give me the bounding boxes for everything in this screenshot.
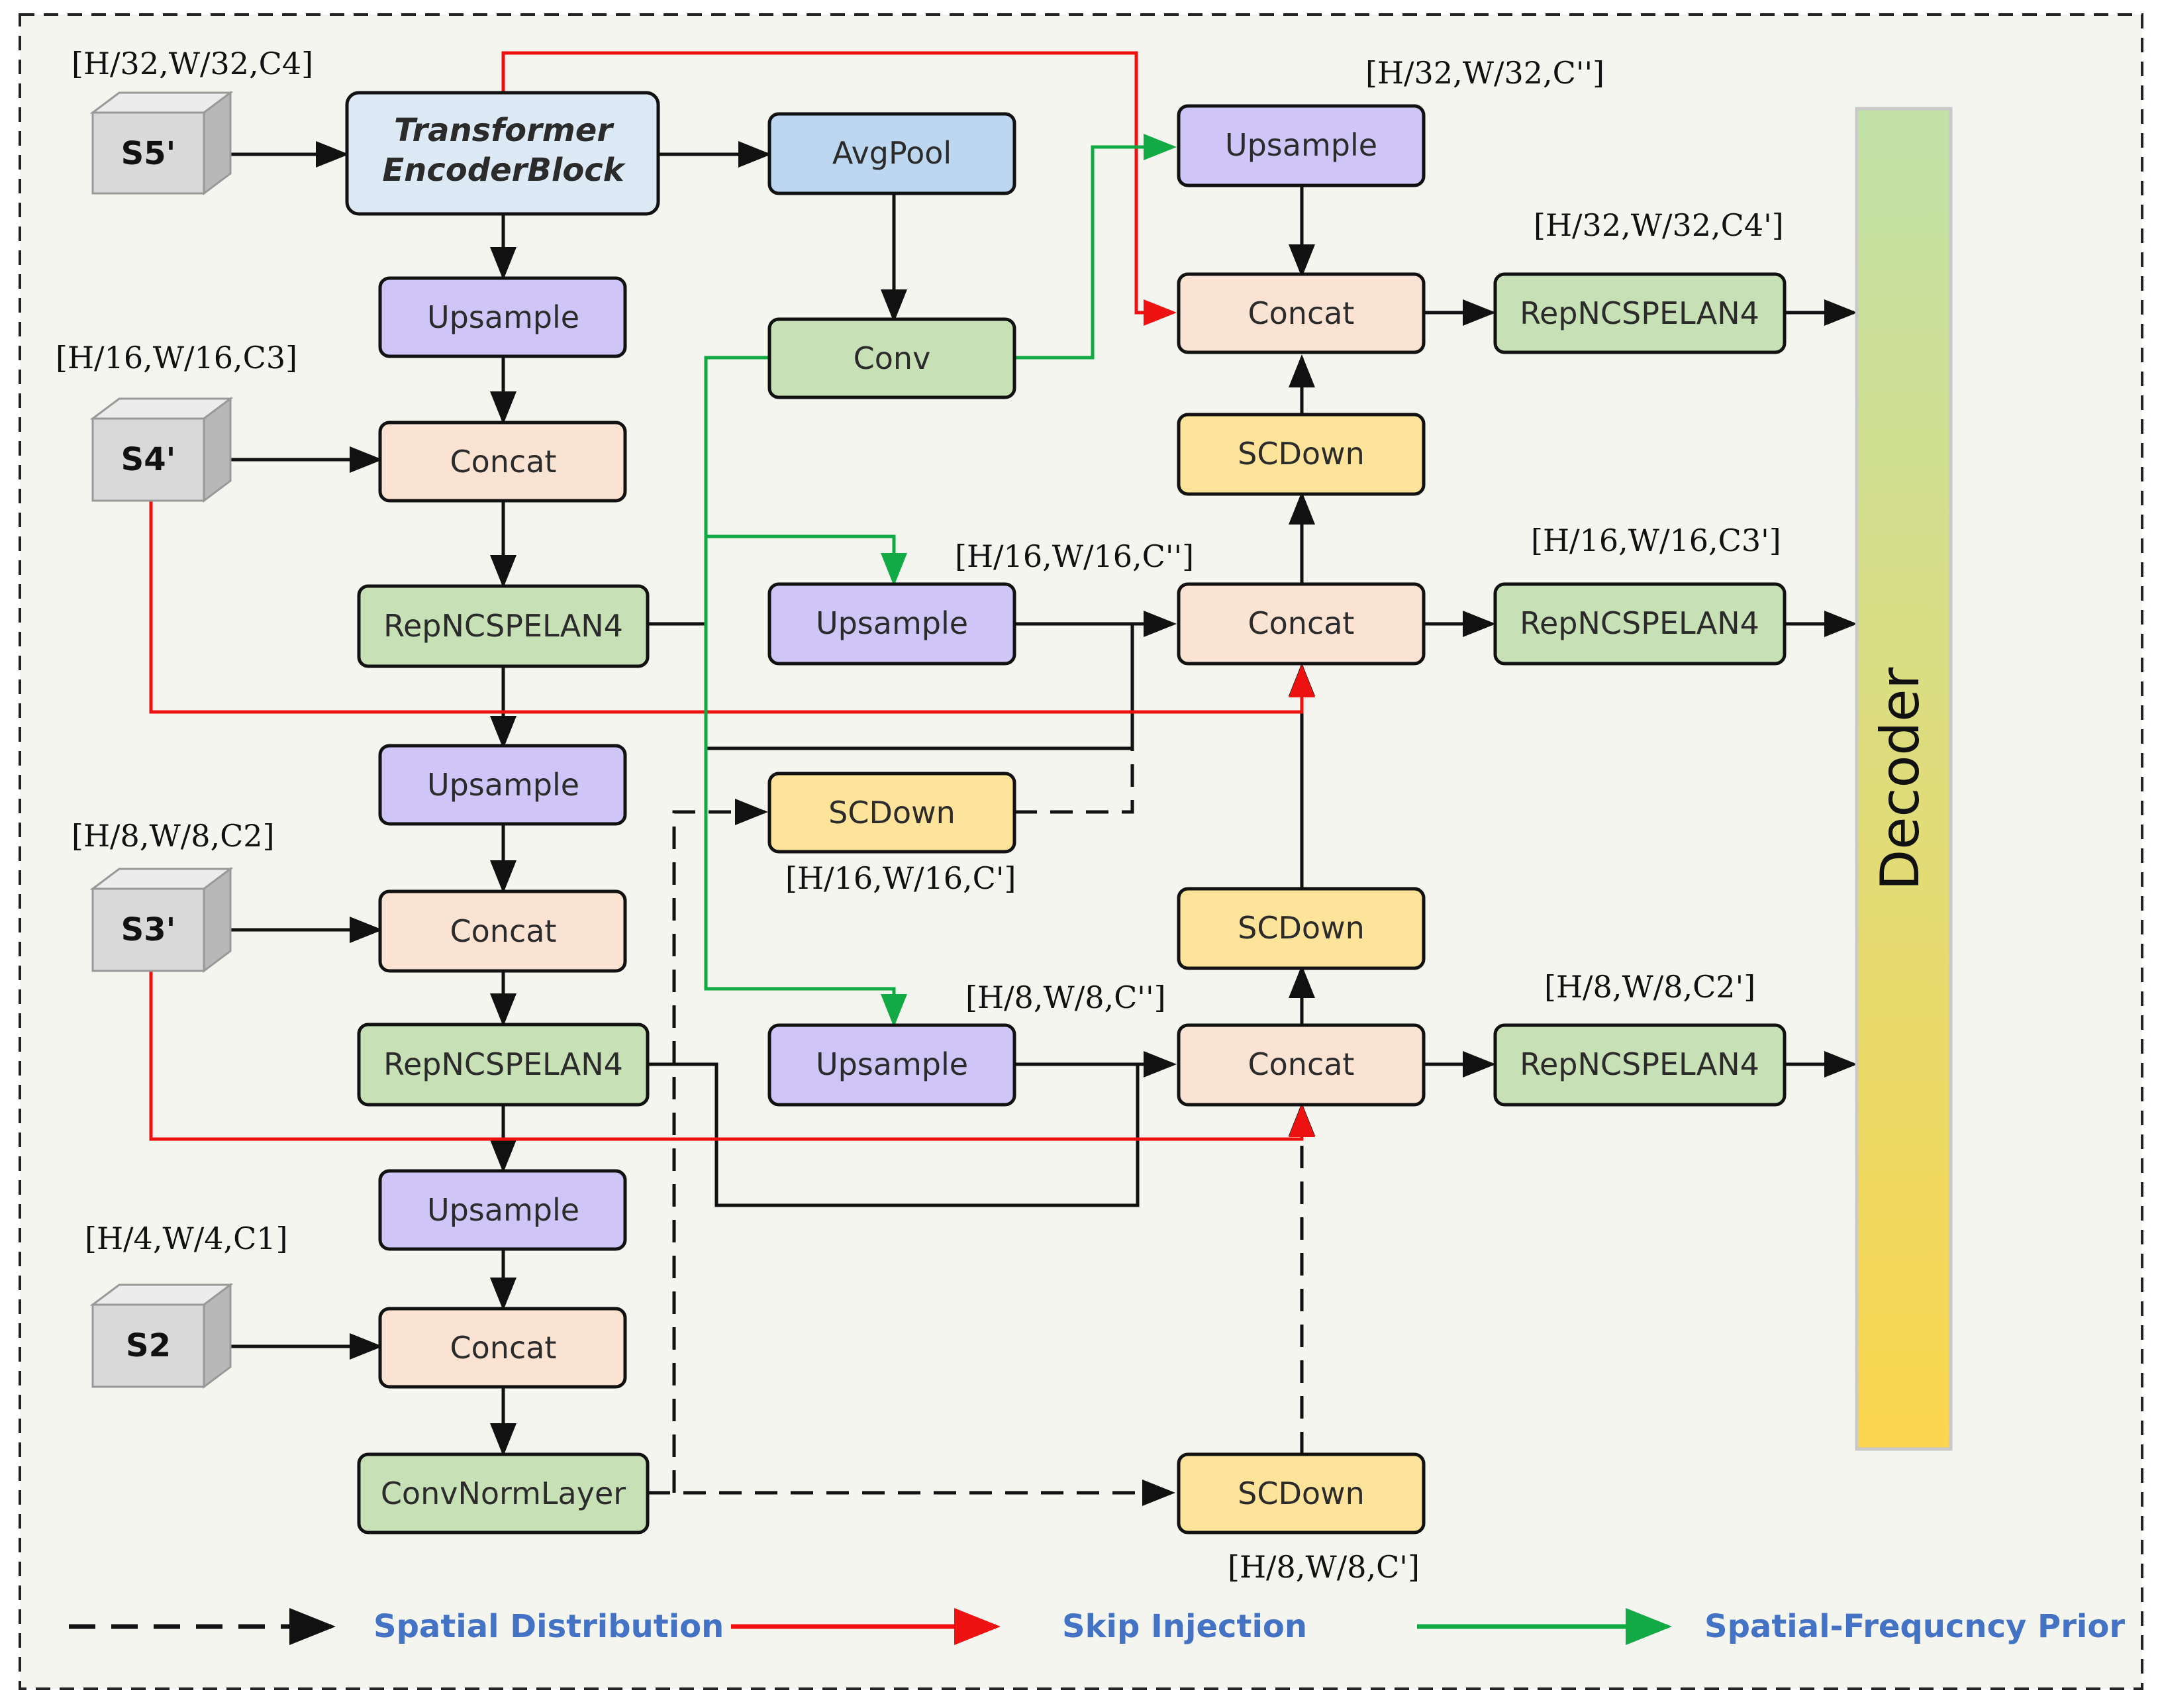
- concat-3-label: Concat: [450, 1330, 557, 1366]
- s3-label: S3': [121, 911, 176, 948]
- s3-dim-label: [H/8,W/8,C2]: [72, 818, 275, 854]
- s4-dim-label: [H/16,W/16,C3]: [56, 340, 297, 376]
- skip-s4-to-concat-mid: [149, 500, 1315, 714]
- legend-spatial-label: Spatial Distribution: [373, 1608, 724, 1645]
- legend-prior-label: Spatial-Frequcncy Prior: [1704, 1608, 2125, 1645]
- rep-1-label: RepNCSPELAN4: [383, 608, 623, 644]
- upsample-box-1: [378, 276, 627, 358]
- s4-label: S4': [121, 441, 176, 478]
- scdown-2-label: SCDown: [1238, 910, 1365, 946]
- upsample-top-dim: [H/32,W/32,C'']: [1365, 55, 1604, 91]
- rep-mid-box: [1493, 582, 1787, 666]
- connectors: [149, 51, 1857, 1506]
- input-cube-s3: S3': [89, 867, 234, 973]
- rep-bot-dim: [H/8,W/8,C2']: [1544, 969, 1755, 1005]
- upsample-mid-box-2: [767, 1023, 1016, 1107]
- transformer-encoder-block: [345, 91, 660, 216]
- rep-top-dim: [H/32,W/32,C4']: [1534, 207, 1784, 243]
- prior-conv-to-upsample-mid2: [704, 536, 907, 1027]
- upsample-box-3: [378, 1169, 627, 1251]
- input-cube-s5: S5': [89, 91, 234, 195]
- avgpool-label: AvgPool: [832, 135, 952, 171]
- legend-skip-label: Skip Injection: [1062, 1608, 1307, 1645]
- concat-mid-box: [1177, 582, 1426, 666]
- upsample-3-label: Upsample: [427, 1192, 579, 1228]
- input-cube-s2: S2: [89, 1283, 234, 1389]
- rep-bot-label: RepNCSPELAN4: [1520, 1046, 1759, 1082]
- transformer-label-line1: Transformer: [394, 112, 614, 149]
- scdown-box-2: [1177, 887, 1426, 970]
- s5-label: S5': [121, 135, 176, 172]
- scdown-bottom-dim: [H/8,W/8,C']: [1228, 1549, 1420, 1585]
- convnorm-to-scdown-mid-dashed-arrow: [672, 799, 768, 1493]
- convnorm-label: ConvNormLayer: [381, 1476, 626, 1511]
- avgpool-box: [767, 112, 1016, 195]
- concat-mid-label: Concat: [1248, 605, 1355, 641]
- scdown-1-label: SCDown: [1238, 436, 1365, 472]
- concat-top-label: Concat: [1248, 295, 1355, 331]
- rep-bot-box: [1493, 1023, 1787, 1107]
- outer-frame: [19, 13, 2143, 1690]
- concat-box-3: [378, 1307, 627, 1389]
- rep-top-box: [1493, 272, 1787, 354]
- scdown-box-1: [1177, 413, 1426, 496]
- repncspelan4-box-1: [357, 584, 650, 668]
- input-cube-s4: S4': [89, 397, 234, 503]
- s2-dim-label: [H/4,W/4,C1]: [85, 1221, 288, 1256]
- upsample-2-label: Upsample: [427, 767, 579, 803]
- conv-box: [767, 317, 1016, 399]
- s2-label: S2: [126, 1327, 171, 1364]
- concat-top-box: [1177, 272, 1426, 354]
- scdown-mid-dim: [H/16,W/16,C']: [785, 860, 1016, 896]
- prior-conv-to-upsample-top: [1014, 134, 1177, 360]
- concat-box-1: [378, 421, 627, 503]
- upsample-1-label: Upsample: [427, 299, 579, 335]
- concat-bot-box: [1177, 1023, 1426, 1107]
- upsample-mid-1-dim: [H/16,W/16,C'']: [955, 538, 1194, 574]
- concat-1-label: Concat: [450, 444, 557, 479]
- concat-bot-label: Concat: [1248, 1046, 1355, 1082]
- rep-top-label: RepNCSPELAN4: [1520, 295, 1759, 331]
- transformer-label-line2: EncoderBlock: [382, 152, 626, 189]
- concat-2-label: Concat: [450, 913, 557, 949]
- scdown-mid-label: SCDown: [828, 795, 956, 830]
- upsample-mid-2-label: Upsample: [816, 1046, 968, 1082]
- rep-mid-label: RepNCSPELAN4: [1520, 605, 1759, 641]
- scdown-bottom-label: SCDown: [1238, 1476, 1365, 1511]
- skip-s3-to-concat-bot: [149, 970, 1315, 1141]
- convnormlayer-box: [357, 1452, 650, 1534]
- upsample-box-2: [378, 744, 627, 826]
- upsample-mid-1-label: Upsample: [816, 605, 968, 641]
- conv-label: Conv: [854, 340, 931, 376]
- scdown-bottom-box: [1177, 1452, 1426, 1534]
- upsample-mid-box-1: [767, 582, 1016, 666]
- scdown-mid-to-concat-dashed-connector: [1014, 748, 1134, 814]
- skip-s5-to-concat-top: [501, 51, 1177, 326]
- decoder-label: Decoder: [1869, 668, 1931, 891]
- decoder-block: Decoder: [1855, 107, 1953, 1451]
- concat-box-2: [378, 889, 627, 973]
- rep-2-label: RepNCSPELAN4: [383, 1046, 623, 1082]
- repncspelan4-box-2: [357, 1023, 650, 1107]
- legend: Spatial Distribution Skip Injection Spat…: [69, 1608, 2125, 1645]
- upsample-top-box: [1177, 104, 1426, 187]
- rep-mid-dim: [H/16,W/16,C3']: [1531, 523, 1781, 558]
- scdown-mid-box: [767, 772, 1016, 854]
- rep2-to-concat-bot-connector: [648, 1062, 1140, 1207]
- upsample-top-label: Upsample: [1225, 127, 1377, 163]
- s5-dim-label: [H/32,W/32,C4]: [72, 46, 313, 81]
- upsample-mid-2-dim: [H/8,W/8,C'']: [965, 980, 1166, 1015]
